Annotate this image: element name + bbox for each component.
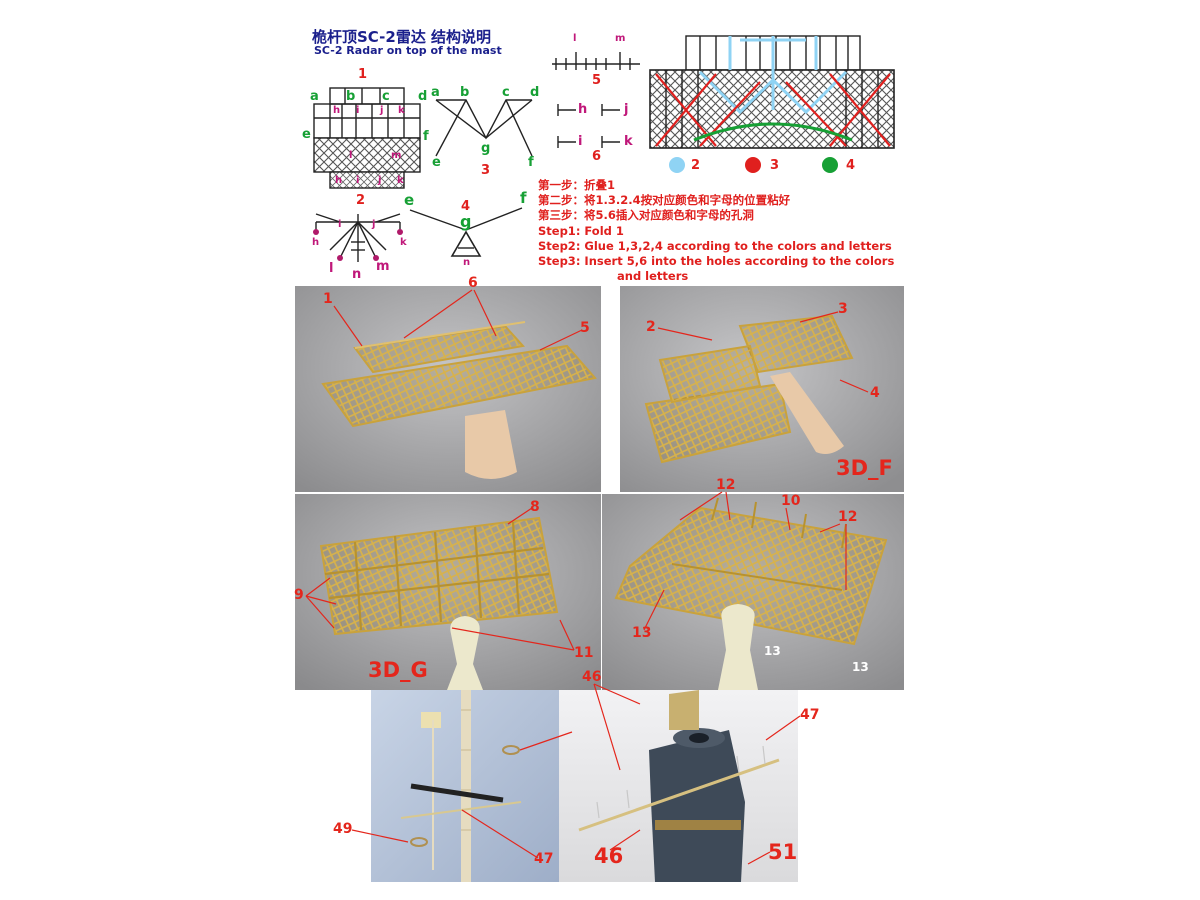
label-f-p3: f [528, 155, 534, 170]
legend-dot-3 [745, 157, 761, 173]
label-l-p5: l [573, 33, 577, 44]
annotation-12b: 12 [838, 509, 858, 525]
label-part2: 2 [356, 193, 366, 208]
step2-cn: 第二步：将1.3.2.4按对应颜色和字母的位置粘好 [538, 193, 791, 208]
label-h-p6: h [578, 102, 588, 117]
annotation-11: 11 [574, 645, 594, 661]
legend-label-3: 3 [770, 158, 780, 173]
label-d-p3: d [530, 85, 540, 100]
annotation-3d-g: 3D_G [368, 658, 428, 682]
label-n-p2: n [352, 267, 362, 282]
label-part1: 1 [358, 67, 368, 82]
label-n-p4: n [463, 257, 471, 268]
part2-drawing [315, 213, 401, 262]
step2-en: Step2: Glue 1,3,2,4 according to the col… [538, 238, 892, 253]
label-b: b [346, 89, 356, 104]
annotation-13a: 13 [632, 625, 652, 641]
annotation-4: 4 [870, 385, 880, 401]
annotation-1: 1 [323, 291, 333, 307]
annotation-49b: 49 [333, 821, 353, 837]
annotation-10: 10 [781, 493, 801, 509]
annotation-6: 6 [468, 275, 478, 291]
part5-drawing [552, 52, 640, 70]
label-h-p2: h [312, 237, 320, 248]
label-c: c [382, 89, 390, 104]
label-f-p4: f [520, 189, 527, 207]
label-part3: 3 [481, 163, 491, 178]
annotation-8: 8 [530, 499, 540, 515]
step3-cn: 第三步：将5.6插入对应颜色和字母的孔洞 [538, 208, 754, 223]
label-l-mid: l [349, 150, 353, 161]
annotation-46b: 46 [594, 844, 624, 868]
label-g-p3: g [481, 141, 491, 156]
annotation-51: 51 [768, 840, 798, 864]
label-d: d [418, 89, 428, 104]
label-e-p4: e [404, 191, 415, 209]
label-l-p2: l [329, 261, 334, 276]
annotation-47b: 47 [800, 707, 820, 723]
label-k-p2: k [400, 237, 407, 248]
label-j-p2: j [372, 219, 376, 230]
annotation-46a: 46 [582, 669, 602, 685]
legend-label-2: 2 [691, 158, 701, 173]
assembly-diagram [313, 35, 895, 262]
label-part4: 4 [461, 199, 471, 214]
title-chinese: 桅杆顶SC-2雷达 结构说明 [312, 28, 492, 46]
label-h-top: h [333, 105, 341, 116]
annotation-47a: 47 [534, 851, 554, 867]
part1-drawing [313, 87, 421, 189]
label-m-p5: m [615, 33, 626, 44]
part6-drawing [557, 104, 620, 148]
label-h-bot: h [335, 175, 343, 186]
step1-cn: 第一步：折叠1 [538, 178, 616, 192]
step1-en: Step1: Fold 1 [538, 223, 624, 238]
annotation-2: 2 [646, 319, 656, 335]
assembly-drawing [649, 35, 895, 149]
annotation-12a: 12 [716, 477, 736, 493]
label-i-top: i [356, 105, 360, 116]
label-i-p6: i [578, 134, 583, 149]
photo-5-mast [371, 690, 559, 882]
legend-dot-4 [822, 157, 838, 173]
part3-drawing [435, 99, 533, 157]
legend-label-4: 4 [846, 158, 856, 173]
instructions: 第一步：折叠1 第二步：将1.3.2.4按对应颜色和字母的位置粘好 第三步：将5… [538, 178, 898, 284]
label-f: f [423, 129, 429, 144]
part4-drawing [409, 207, 523, 257]
annotation-13c: 13 [852, 660, 869, 674]
label-j-top: j [380, 105, 384, 116]
photo-3-assembly [295, 494, 601, 690]
step3-en: Step3: Insert 5,6 into the holes accordi… [538, 254, 895, 269]
annotation-13b: 13 [764, 644, 781, 658]
label-b-p3: b [460, 85, 470, 100]
annotation-3: 3 [838, 301, 848, 317]
label-part5: 5 [592, 73, 602, 88]
title-english: SC-2 Radar on top of the mast [314, 44, 502, 57]
annotation-3d-f: 3D_F [836, 456, 893, 480]
label-c-p3: c [502, 85, 510, 100]
label-part6: 6 [592, 149, 602, 164]
label-i-bot: i [356, 175, 360, 186]
label-i-p2: i [338, 219, 342, 230]
label-m-mid: m [391, 150, 402, 161]
annotation-9: 9 [294, 587, 304, 603]
label-a: a [310, 89, 319, 104]
step3-en-cont: and letters [617, 269, 689, 284]
label-g-p4: g [460, 212, 472, 231]
annotation-5: 5 [580, 320, 590, 336]
label-k-bot: k [397, 175, 404, 186]
label-m-p2: m [376, 259, 390, 274]
label-k-p6: k [624, 134, 633, 149]
label-e: e [302, 127, 311, 142]
label-j-bot: j [378, 175, 382, 186]
legend-dot-2 [669, 157, 685, 173]
label-k-top: k [398, 105, 405, 116]
photo-1-assembly [295, 286, 601, 492]
label-a-p3: a [431, 85, 440, 100]
label-j-p6: j [624, 102, 629, 117]
label-e-p3: e [432, 155, 441, 170]
